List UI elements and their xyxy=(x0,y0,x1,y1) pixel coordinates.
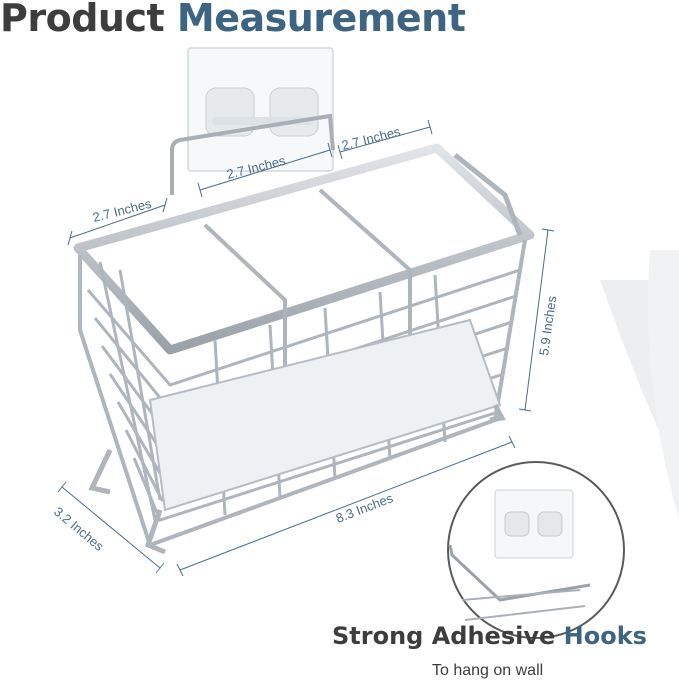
page-title: Product Measurement xyxy=(0,0,466,40)
caption-hooks: Hooks xyxy=(563,622,647,650)
dimension-right-section: 2.7 Inches xyxy=(340,124,402,153)
caption-subtext: To hang on wall xyxy=(432,662,544,679)
dimension-length: 8.3 Inches xyxy=(334,490,396,526)
dimension-lines xyxy=(57,119,555,577)
hook-detail-inset xyxy=(447,461,625,639)
dimension-height: 5.9 Inches xyxy=(536,294,559,356)
caption-strong-adhesive: Strong Adhesive xyxy=(332,622,556,650)
dimension-depth: 3.2 Inches xyxy=(51,504,107,554)
title-part-product: Product xyxy=(0,0,165,40)
caption-heading: Strong Adhesive Hooks xyxy=(332,622,647,650)
title-part-measurement: Measurement xyxy=(176,0,466,40)
hook-wire xyxy=(170,113,335,195)
utensil-basket xyxy=(73,143,535,555)
dimension-side-depth: 2.7 Inches xyxy=(91,196,153,225)
adhesive-hook-plate xyxy=(187,47,334,172)
